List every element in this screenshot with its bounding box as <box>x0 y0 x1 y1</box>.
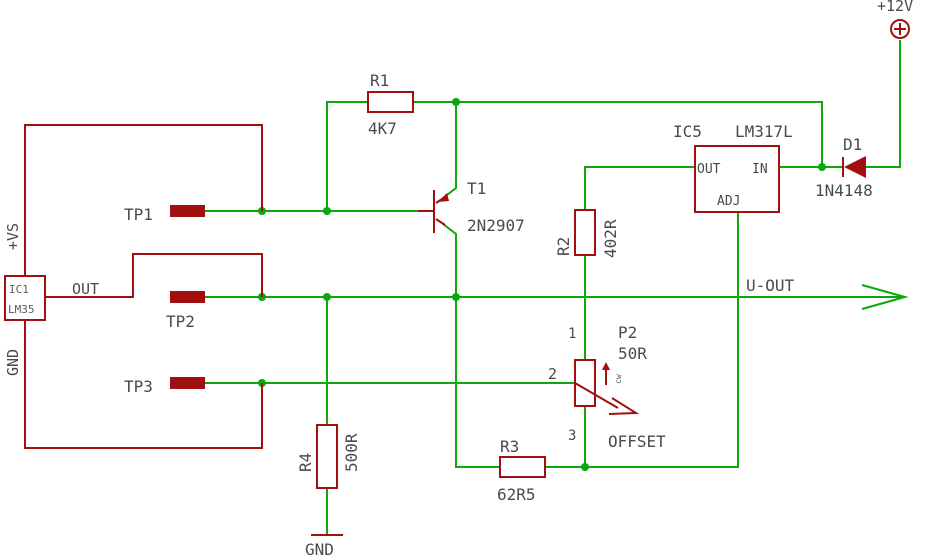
ic1-gnd-line <box>24 320 263 449</box>
ic1-connections <box>24 124 263 449</box>
p2-value: 50R <box>618 344 647 363</box>
wire-d1-to-supply <box>866 40 901 168</box>
ic1-pin-gnd: GND <box>4 349 22 376</box>
wire-t1-emitter <box>442 102 457 199</box>
junction-dot <box>818 163 826 171</box>
ic5-pin-out: OUT <box>697 162 721 177</box>
t1-value: 2N2907 <box>467 216 525 235</box>
p2-cw-arrow-head <box>602 362 610 370</box>
ic1-pin-out: OUT <box>72 280 99 298</box>
wire-top-rail <box>326 101 368 211</box>
test-points: TP1 TP2 TP3 <box>124 205 205 396</box>
output-arrow <box>861 284 909 310</box>
junction-dots <box>258 98 826 471</box>
r1-body[interactable] <box>367 91 414 113</box>
p2-body[interactable] <box>574 359 596 407</box>
t1-ref: T1 <box>467 179 486 198</box>
r2-value: 402R <box>601 219 620 258</box>
ic1-ref: IC1 <box>9 283 29 296</box>
wire-r1-to-in <box>413 101 823 167</box>
r1-ref: R1 <box>370 71 389 90</box>
tp1-label: TP1 <box>124 205 153 224</box>
r4-body[interactable] <box>316 424 338 489</box>
d1-ref: D1 <box>843 135 862 154</box>
ic5-body[interactable] <box>694 145 780 213</box>
resistor-r3: R3 62R5 <box>497 437 546 504</box>
p2-pin3: 3 <box>568 428 576 444</box>
output-label: U-OUT <box>746 276 795 295</box>
ic5-regulator: IC5 LM317L OUT IN ADJ <box>673 122 793 213</box>
tp3-pad[interactable] <box>170 377 205 389</box>
ic5-pin-adj: ADJ <box>717 194 740 209</box>
ic1-body <box>4 275 46 321</box>
supply-terminal[interactable] <box>890 19 910 39</box>
resistor-r4: R4 500R <box>296 424 361 489</box>
junction-dot <box>452 98 460 106</box>
p2-arrow-head <box>608 397 640 415</box>
p2-pin1: 1 <box>568 326 576 342</box>
ic1-part: LM35 <box>8 303 35 316</box>
t1-emitter-arrow <box>438 193 449 202</box>
r3-ref: R3 <box>500 437 519 456</box>
t1-collector-lead <box>435 218 446 226</box>
ic5-pin-in: IN <box>752 162 768 177</box>
ic1: IC1 LM35 +VS GND OUT <box>4 223 99 376</box>
junction-dot <box>323 293 331 301</box>
r3-value: 62R5 <box>497 485 536 504</box>
tp1-pad[interactable] <box>170 205 205 217</box>
ic5-part: LM317L <box>735 122 793 141</box>
d1-value: 1N4148 <box>815 181 873 200</box>
r2-ref: R2 <box>554 237 573 256</box>
wire-out-to-r2 <box>584 166 695 210</box>
r4-value: 500R <box>342 433 361 472</box>
ic5-ref: IC5 <box>673 122 702 141</box>
p2-name: OFFSET <box>608 432 666 451</box>
supply-12v: +12V <box>877 0 913 39</box>
potentiometer-p2: cw 1 2 3 P2 50R OFFSET <box>548 323 666 451</box>
p2-wiper-arrow-line <box>574 382 619 409</box>
ic1-vs-line <box>24 124 263 276</box>
resistor-r1: R1 4K7 <box>367 71 414 138</box>
junction-dot <box>581 463 589 471</box>
ic1-pin-vs: +VS <box>4 223 22 250</box>
p2-pin2: 2 <box>548 365 557 383</box>
tp3-label: TP3 <box>124 377 153 396</box>
r4-ref: R4 <box>296 453 315 472</box>
r3-body[interactable] <box>499 456 546 478</box>
junction-dot <box>323 207 331 215</box>
junction-dot <box>452 293 460 301</box>
tp2-label: TP2 <box>166 312 195 331</box>
tp2-pad[interactable] <box>170 291 205 303</box>
p2-ref: P2 <box>618 323 637 342</box>
r2-body[interactable] <box>574 209 596 256</box>
ground-label: GND <box>305 540 334 559</box>
resistor-r2: R2 402R <box>554 209 620 258</box>
diode-d1: D1 1N4148 <box>815 135 873 200</box>
p2-cw-label: cw <box>614 374 623 384</box>
wire-t1-collector <box>442 223 500 468</box>
ground-symbol: GND <box>305 534 343 559</box>
wire-r3-to-adj <box>545 212 739 468</box>
transistor-t1: T1 2N2907 <box>418 179 525 235</box>
d1-triangle <box>844 156 866 178</box>
supply-label: +12V <box>877 0 913 15</box>
r1-value: 4K7 <box>368 119 397 138</box>
ic1-out-line <box>45 253 263 298</box>
